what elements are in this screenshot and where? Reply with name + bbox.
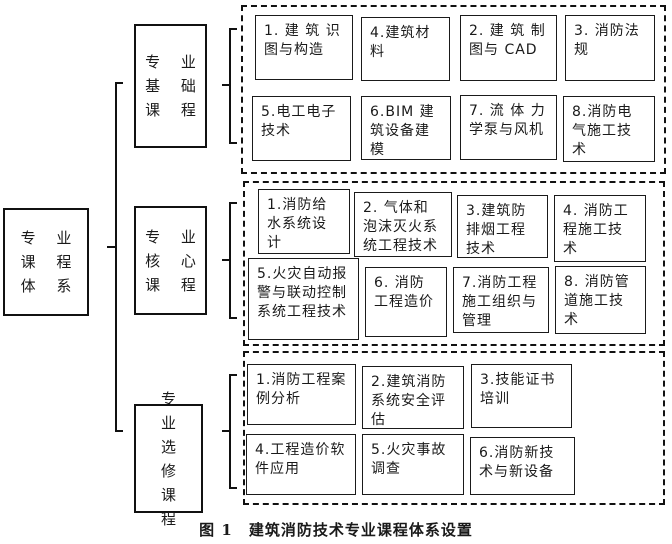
bracket-stub xyxy=(222,430,230,432)
root-connector-stub xyxy=(107,246,115,248)
course-box: 3.建筑防排烟工程技术 xyxy=(457,195,548,258)
category-elective-courses: 专 业 选 修 课 程 xyxy=(134,390,203,528)
category-label: 专 业 基 础 课 程 xyxy=(145,53,204,119)
category-core-courses: 专 业 核 心 课 程 xyxy=(134,206,207,315)
course-box: 6.消防新技术与新设备 xyxy=(470,437,575,495)
category-label: 专 业 核 心 课 程 xyxy=(145,227,204,294)
course-box: 7. 流 体 力学泵与风机 xyxy=(460,95,557,160)
course-box: 6.BIM 建筑设备建模 xyxy=(361,96,451,160)
course-box: 5.火灾自动报警与联动控制系统工程技术 xyxy=(248,258,359,340)
course-box: 4.工程造价软件应用 xyxy=(246,434,356,495)
course-box: 8.消防电气施工技术 xyxy=(563,96,655,162)
course-box: 3.技能证书培训 xyxy=(471,364,572,428)
bracket-vertical xyxy=(229,374,231,489)
root-node-curriculum-system: 专 业 课 程 体 系 xyxy=(3,208,89,316)
course-box: 5.电工电子技术 xyxy=(252,96,351,161)
course-box: 5.火灾事故调查 xyxy=(362,434,464,495)
group-core-container xyxy=(243,181,665,346)
bracket-vertical xyxy=(229,202,231,319)
bracket-top-tick xyxy=(229,374,237,376)
figure-caption: 图 1 建筑消防技术专业课程体系设置 xyxy=(199,521,473,539)
bracket-bottom-tick xyxy=(229,142,237,144)
course-box: 4.建筑材料 xyxy=(361,17,450,81)
category-foundation-courses: 专 业 基 础 课 程 xyxy=(134,24,207,148)
bracket-vertical xyxy=(229,28,231,144)
main-bracket-vertical xyxy=(115,82,117,432)
bracket-bottom-tick xyxy=(229,487,237,489)
course-box: 8. 消防管道施工技术 xyxy=(555,266,646,334)
main-bracket-top-tick xyxy=(115,82,123,84)
group-foundation-container xyxy=(241,5,666,174)
category-label: 专 业 选 修 课 程 xyxy=(160,389,184,528)
course-box: 4. 消防工程施工技术 xyxy=(554,195,646,262)
course-box: 1. 建 筑 识图与构造 xyxy=(255,15,353,80)
bracket-top-tick xyxy=(229,202,237,204)
root-node-label: 专 业 课 程 体 系 xyxy=(20,229,80,295)
bracket-bottom-tick xyxy=(229,317,237,319)
group-elective-container xyxy=(243,351,665,505)
course-box: 1.消防给水系统设计 xyxy=(258,189,350,254)
bracket-top-tick xyxy=(229,28,237,30)
course-box: 3. 消防法规 xyxy=(565,15,655,81)
course-box: 2.建筑消防系统安全评估 xyxy=(362,366,464,429)
main-bracket-bottom-tick xyxy=(115,430,123,432)
course-box: 7.消防工程施工组织与管理 xyxy=(453,267,549,333)
course-box: 2. 气体和泡沫灭火系统工程技术 xyxy=(354,192,452,257)
course-box: 2. 建 筑 制图与 CAD xyxy=(460,15,557,81)
bracket-stub xyxy=(222,259,230,261)
course-box: 1.消防工程案例分析 xyxy=(247,364,356,425)
course-box: 6. 消防工程造价 xyxy=(365,267,447,337)
bracket-stub xyxy=(222,84,230,86)
